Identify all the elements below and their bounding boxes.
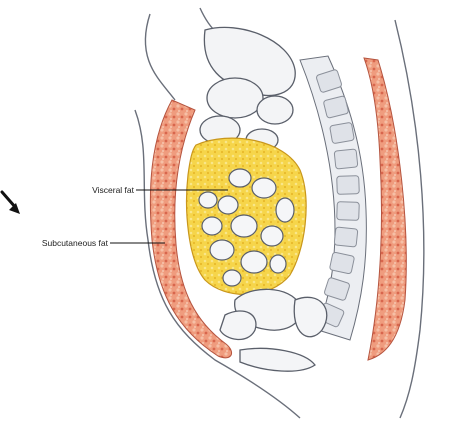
upper-organs (200, 27, 295, 151)
pelvic-organs (220, 289, 327, 371)
back-subcutaneous-fat (364, 58, 406, 360)
visceral-fat-label: Visceral fat (92, 185, 135, 195)
subcutaneous-fat-label: Subcutaneous fat (42, 238, 109, 248)
diagonal-arrow-icon (2, 192, 20, 214)
